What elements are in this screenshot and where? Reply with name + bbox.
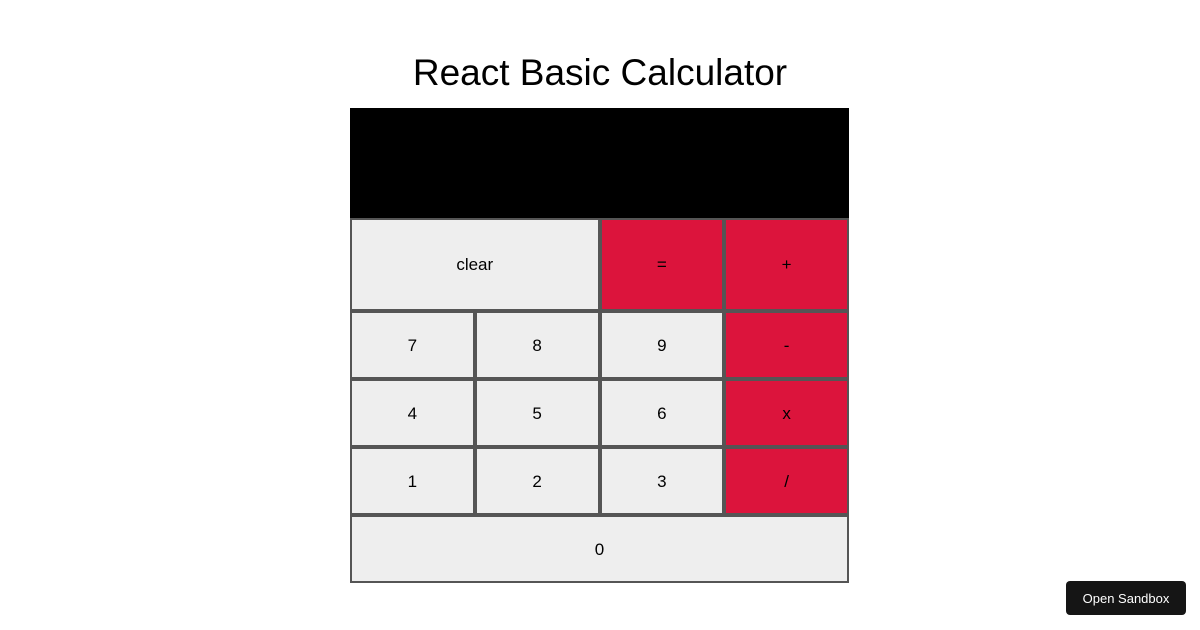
digit-5-button[interactable]: 5 bbox=[474, 379, 600, 447]
open-sandbox-button[interactable]: Open Sandbox bbox=[1066, 581, 1186, 615]
digit-2-button[interactable]: 2 bbox=[474, 447, 600, 515]
digit-7-button[interactable]: 7 bbox=[350, 311, 475, 379]
clear-button[interactable]: clear bbox=[350, 218, 600, 311]
page-title: React Basic Calculator bbox=[412, 52, 788, 93]
calculator-keypad: clear = + 7 8 9 - 4 5 6 x 1 2 3 / 0 bbox=[350, 218, 849, 583]
digit-3-button[interactable]: 3 bbox=[599, 447, 725, 515]
digit-0-button[interactable]: 0 bbox=[350, 515, 849, 583]
equals-button[interactable]: = bbox=[599, 218, 725, 311]
digit-1-button[interactable]: 1 bbox=[350, 447, 475, 515]
calculator: clear = + 7 8 9 - 4 5 6 x 1 2 3 / 0 bbox=[350, 108, 849, 583]
calculator-display bbox=[350, 108, 849, 218]
multiply-button[interactable]: x bbox=[724, 379, 849, 447]
digit-4-button[interactable]: 4 bbox=[350, 379, 475, 447]
plus-button[interactable]: + bbox=[724, 218, 849, 311]
digit-6-button[interactable]: 6 bbox=[599, 379, 725, 447]
digit-8-button[interactable]: 8 bbox=[474, 311, 600, 379]
divide-button[interactable]: / bbox=[724, 447, 849, 515]
minus-button[interactable]: - bbox=[724, 311, 849, 379]
digit-9-button[interactable]: 9 bbox=[599, 311, 725, 379]
